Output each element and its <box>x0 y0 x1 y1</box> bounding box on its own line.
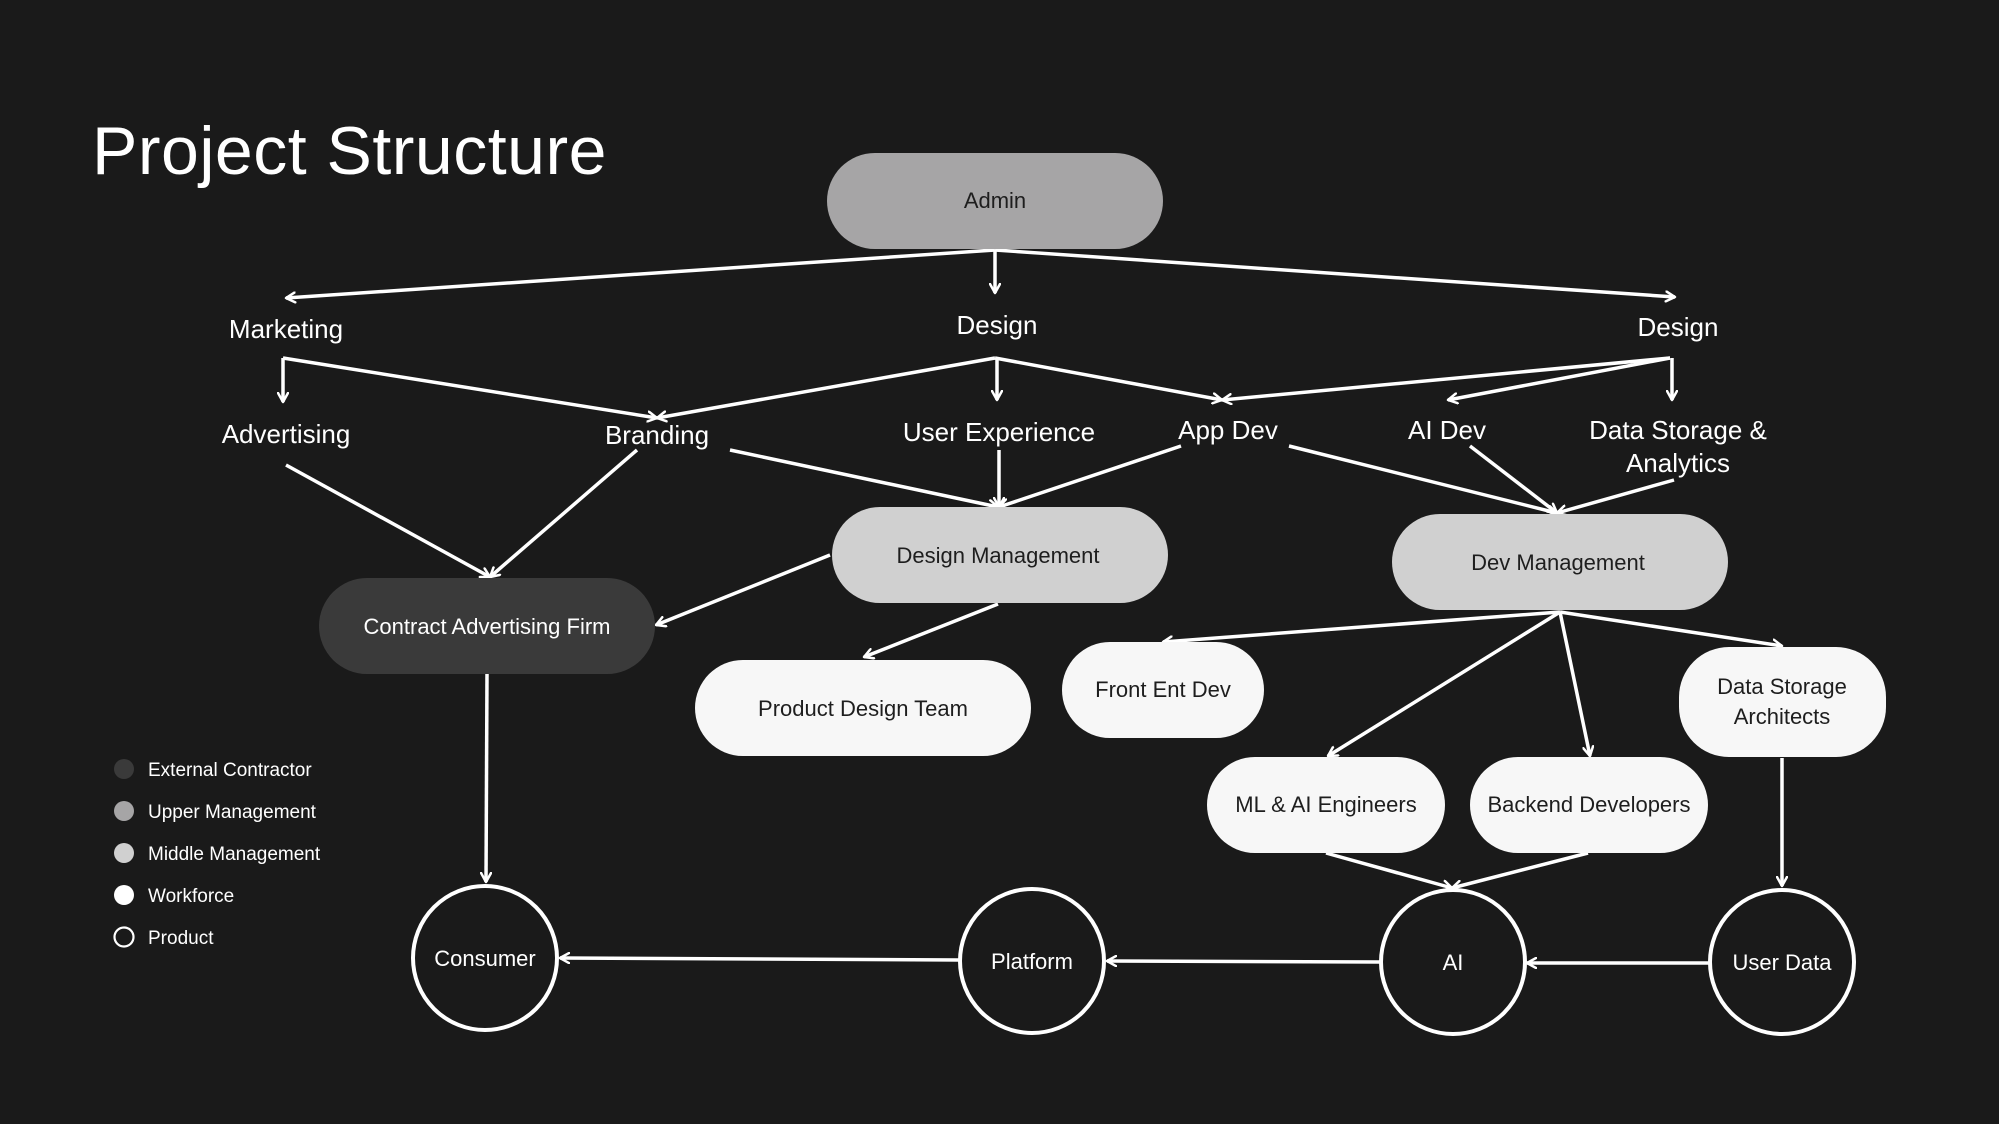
node-contract-advertising-firm-label: Contract Advertising Firm <box>364 614 611 639</box>
edge-appdev-devmgmt <box>1288 444 1557 513</box>
node-ml-ai-engineers-label: ML & AI Engineers <box>1235 792 1416 817</box>
connectors <box>282 248 1782 963</box>
node-product-design-team-label: Product Design Team <box>758 696 968 721</box>
legend-label-upper: Upper Management <box>148 802 317 823</box>
edge-branding-contract <box>490 448 639 579</box>
node-dev-management <box>1392 514 1728 610</box>
node-data-storage-architects-label-line1: Data Storage <box>1717 674 1847 699</box>
edge-devmgmt-ml <box>1328 610 1561 758</box>
label-advertising: Advertising <box>222 419 351 449</box>
label-user-experience: User Experience <box>903 417 1095 447</box>
label-branding: Branding <box>605 420 709 450</box>
node-design-management <box>832 507 1168 603</box>
edge-platform-consumer <box>560 958 960 960</box>
edge-design-right-aidev <box>1448 356 1671 400</box>
edge-devmgmt-storage-arch <box>1559 610 1782 646</box>
legend-label-middle: Middle Management <box>148 844 321 865</box>
edge-design-appdev <box>994 356 1222 400</box>
node-design-management-label: Design Management <box>896 543 1099 568</box>
edge-ml-ai <box>1325 851 1452 888</box>
node-backend-developers-label: Backend Developers <box>1487 792 1690 817</box>
edge-backend-ai <box>1452 851 1589 888</box>
edge-marketing-branding <box>282 356 657 418</box>
node-data-storage-architects-label-line2: Architects <box>1734 704 1831 729</box>
node-admin-label: Admin <box>964 188 1026 213</box>
legend-label-product: Product <box>148 928 214 949</box>
node-ml-ai-engineers <box>1207 757 1445 853</box>
edge-design-branding <box>657 356 996 418</box>
node-user-data <box>1708 888 1856 1036</box>
node-front-ent-dev-label: Front Ent Dev <box>1095 677 1231 702</box>
edge-contract-consumer <box>486 673 487 882</box>
node-consumer-label: Consumer <box>434 946 535 971</box>
node-ai <box>1379 888 1527 1036</box>
edge-admin-marketing <box>286 248 996 298</box>
edge-advertising-contract <box>285 463 490 579</box>
edge-devmgmt-backend <box>1558 611 1590 756</box>
edge-aidev-devmgmt <box>1468 444 1557 515</box>
node-user-data-label: User Data <box>1732 950 1832 975</box>
node-dev-management-label: Dev Management <box>1471 550 1645 575</box>
legend: External Contractor Upper Management Mid… <box>113 759 321 949</box>
node-front-ent-dev <box>1062 642 1264 738</box>
node-platform <box>958 887 1106 1035</box>
edge-designmgmt-pdt <box>864 602 999 657</box>
node-data-storage-architects <box>1679 647 1886 757</box>
label-design-center: Design <box>957 310 1038 340</box>
node-platform-label: Platform <box>991 949 1073 974</box>
node-ai-label: AI <box>1443 950 1464 975</box>
legend-swatch-external <box>114 759 134 779</box>
node-contract-advertising-firm <box>319 578 655 674</box>
edge-designmgmt-contract <box>656 553 831 625</box>
edge-devmgmt-frontend <box>1163 610 1561 642</box>
label-ai-dev: AI Dev <box>1408 415 1486 445</box>
label-marketing: Marketing <box>229 314 343 344</box>
label-data-storage-analytics-line2: Analytics <box>1626 448 1730 478</box>
label-data-storage-analytics-line1: Data Storage & <box>1589 415 1767 445</box>
legend-swatch-workforce <box>114 885 134 905</box>
page-title: Project Structure <box>92 113 607 189</box>
node-admin <box>827 153 1163 249</box>
node-backend-developers <box>1470 757 1708 853</box>
legend-label-external: External Contractor <box>148 760 312 781</box>
label-design-right: Design <box>1638 312 1719 342</box>
legend-swatch-upper <box>114 801 134 821</box>
edge-branding-designmgmt <box>729 448 998 507</box>
node-product-design-team <box>695 660 1031 756</box>
edge-storage-devmgmt <box>1557 478 1675 513</box>
node-consumer <box>411 884 559 1032</box>
edge-admin-design-right <box>994 248 1675 297</box>
edge-ai-platform <box>1107 961 1381 962</box>
legend-label-workforce: Workforce <box>148 886 234 907</box>
edge-design-right-appdev <box>1222 356 1671 400</box>
edge-appdev-designmgmt <box>999 444 1182 507</box>
legend-swatch-product <box>113 926 135 948</box>
legend-swatch-middle <box>114 843 134 863</box>
label-app-dev: App Dev <box>1178 415 1278 445</box>
